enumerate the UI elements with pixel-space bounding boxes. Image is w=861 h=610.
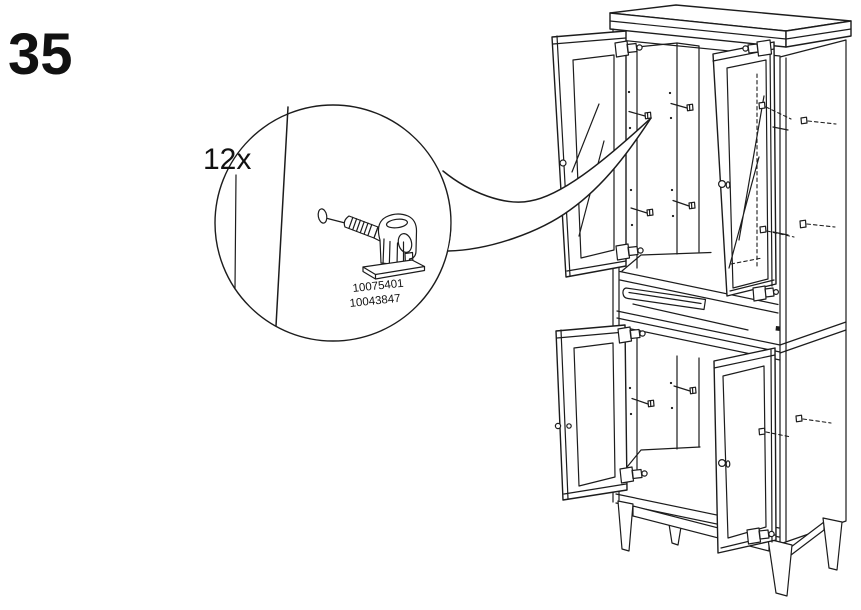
post-fitting-mark <box>775 326 781 331</box>
part-number-secondary: 10043847 <box>349 293 401 310</box>
door-knob <box>717 459 726 468</box>
upper-left-door <box>551 30 627 278</box>
panel-edge-lines <box>234 106 289 327</box>
step-number: 35 <box>8 22 73 87</box>
part-number-primary: 10075401 <box>352 278 404 295</box>
lower-right-door <box>713 347 777 554</box>
hinge-icon <box>614 40 643 58</box>
lower-left-door <box>554 324 628 501</box>
fitting-screw-ribs <box>348 216 373 237</box>
magnifier-callout: 10075401 10043847 12x <box>203 104 452 342</box>
callout-arrow <box>442 117 652 252</box>
glass-reflection-lines <box>728 95 765 269</box>
cabinet-illustration <box>551 4 852 597</box>
front-left-leg <box>617 500 634 552</box>
pilot-hole-dots <box>627 90 675 416</box>
door-knob <box>559 159 567 167</box>
glass-pane <box>726 59 769 289</box>
shelf-support-fitting-icon <box>343 213 426 280</box>
door-knob-stem <box>725 181 731 189</box>
quantity-label: 12x <box>203 143 251 176</box>
upper-right-door <box>712 41 777 297</box>
fastener-indicators <box>627 90 837 438</box>
door-knob-stem <box>566 423 572 429</box>
hinge-icon <box>615 243 644 261</box>
door-knob-stem <box>725 460 731 468</box>
hinge-icon <box>746 527 775 545</box>
back-right-leg <box>822 517 843 571</box>
exterior-fitting-pins <box>730 101 837 438</box>
door-hinges <box>614 39 779 545</box>
fitting-top-opening <box>385 218 409 229</box>
post-hole-ticks <box>772 126 789 236</box>
pilot-hole <box>317 208 328 224</box>
magnifier-circle <box>214 104 452 342</box>
hinge-icon <box>619 466 648 484</box>
front-right-leg <box>767 538 793 597</box>
interior-fitting-pins <box>628 102 697 408</box>
door-panel <box>573 342 616 487</box>
hinge-icon <box>752 285 779 302</box>
door-knob <box>554 422 562 430</box>
fitting-side-hole <box>397 233 413 253</box>
cabinet-top-panel <box>609 4 852 48</box>
hinge-icon <box>617 326 646 344</box>
interior-upper-compartment <box>621 42 712 272</box>
door-panel <box>722 365 767 539</box>
right-side-panel <box>779 39 847 545</box>
fitting-base-edge <box>362 265 426 280</box>
hinge-icon <box>742 39 773 57</box>
door-knob <box>717 180 726 189</box>
